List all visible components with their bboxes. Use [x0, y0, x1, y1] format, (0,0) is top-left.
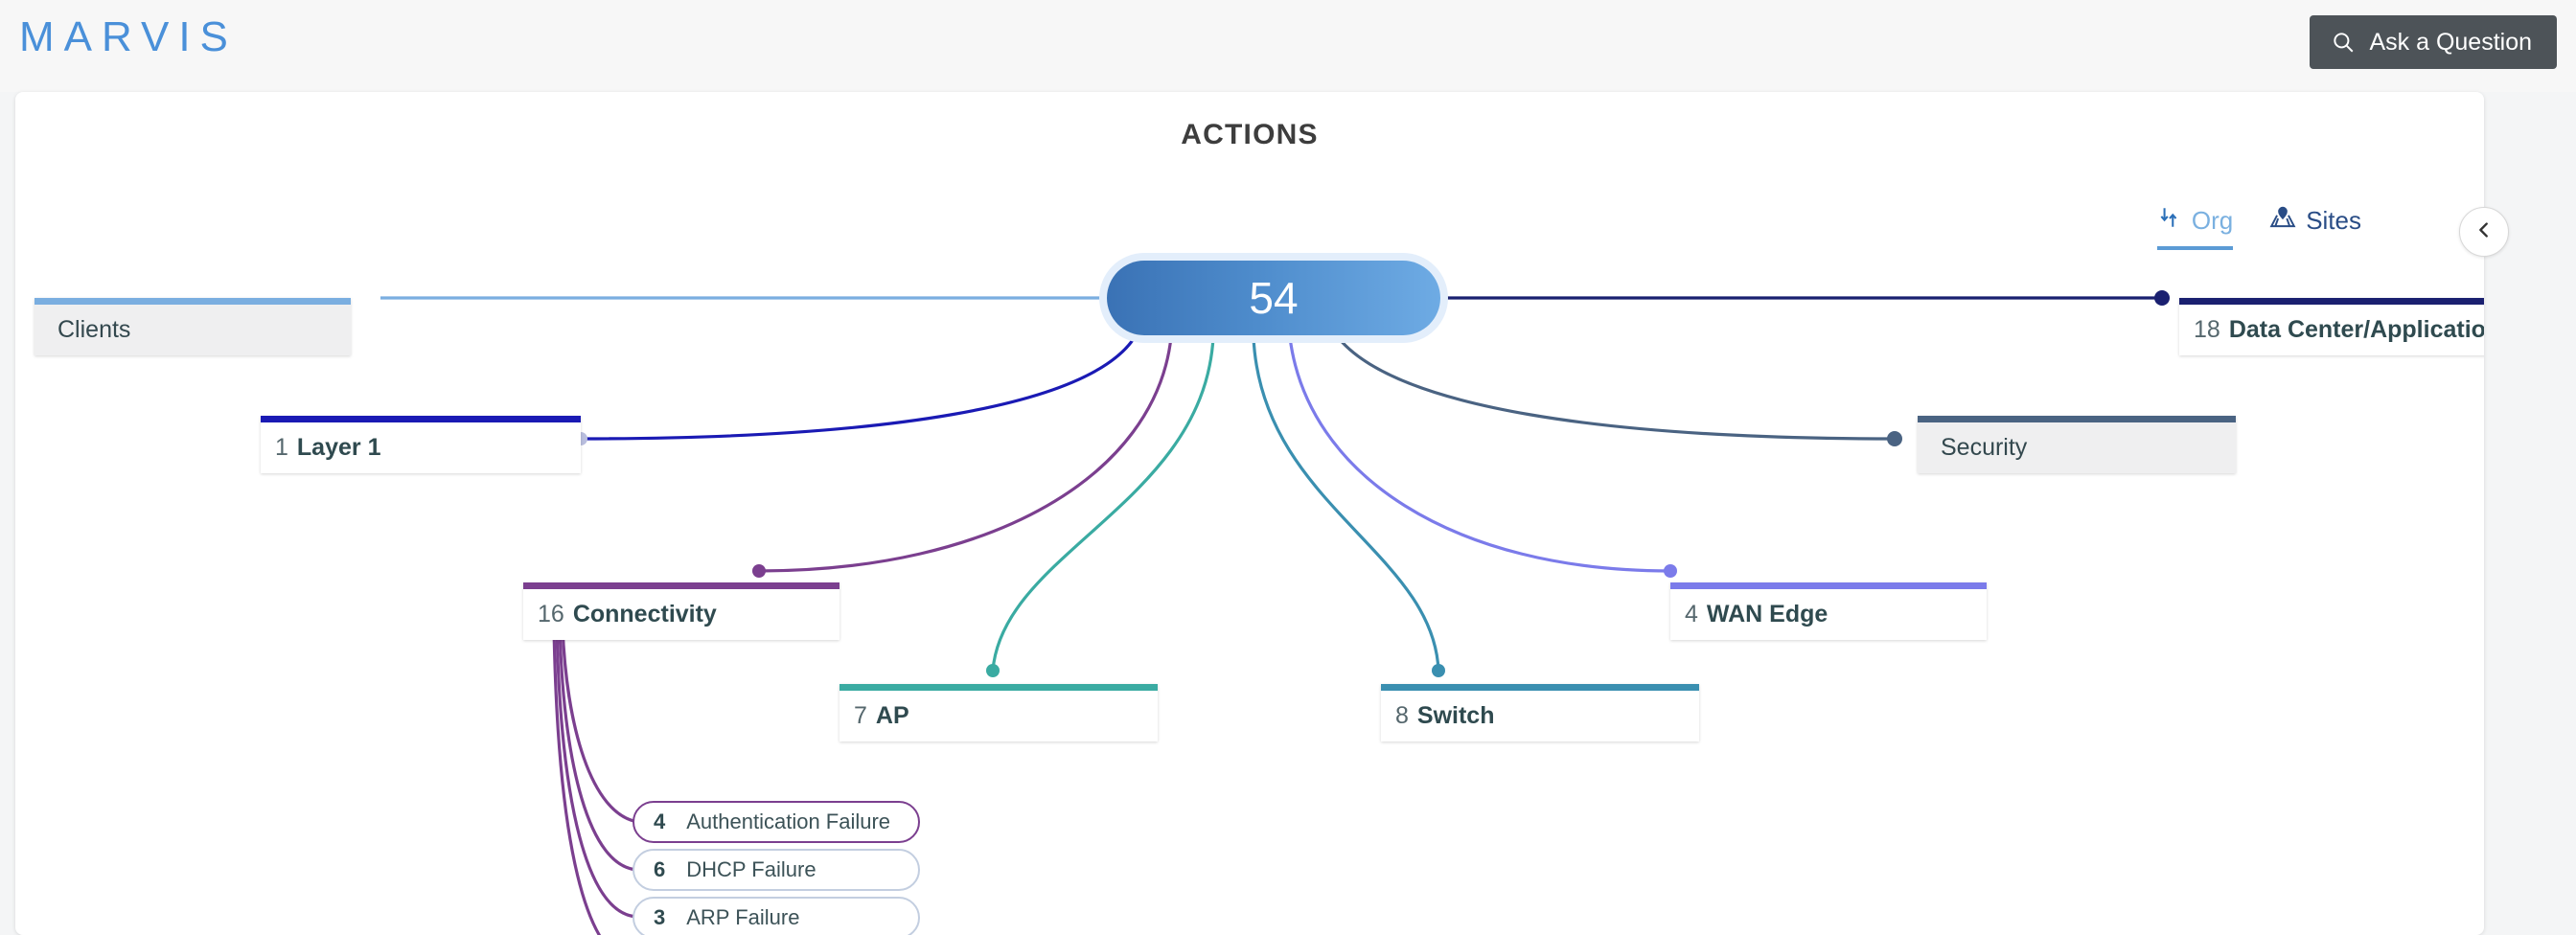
scope-tab-sites-label: Sites	[2306, 206, 2361, 235]
leaf-arp-failure-count: 3	[654, 905, 666, 929]
node-switch[interactable]: 8 Switch	[1381, 684, 1699, 741]
node-clients[interactable]: Clients	[34, 298, 351, 355]
link-dot-ap	[986, 664, 1000, 677]
node-layer1-count: 1	[275, 434, 288, 461]
link-dot-switch	[1432, 664, 1445, 677]
node-security-label: Security	[1941, 434, 2028, 461]
node-ap[interactable]: 7 AP	[840, 684, 1158, 741]
scope-tab-org-label: Org	[2191, 206, 2234, 235]
node-layer1-label: Layer 1	[296, 434, 381, 461]
leaf-dhcp-failure[interactable]: 6 DHCP Failure	[632, 849, 920, 891]
node-data-center-bar	[2179, 298, 2484, 305]
node-switch-bar	[1381, 684, 1699, 691]
node-switch-count: 8	[1395, 702, 1409, 729]
node-switch-label: Switch	[1416, 702, 1495, 729]
node-wan-edge-count: 4	[1685, 601, 1698, 627]
link-auth-failure	[561, 626, 639, 824]
collapse-panel-button[interactable]	[2459, 207, 2509, 257]
link-switch	[1252, 336, 1440, 672]
node-clients-bar	[34, 298, 351, 305]
node-data-center[interactable]: 18 Data Center/Application	[2179, 298, 2484, 355]
leaf-authentication-failure[interactable]: 4 Authentication Failure	[632, 801, 920, 843]
marvis-logo: MARVIS	[19, 13, 238, 60]
link-security	[1336, 335, 1896, 441]
link-connectivity	[758, 336, 1173, 573]
ask-a-question-button[interactable]: Ask a Question	[2310, 15, 2557, 69]
arrows-up-down-icon	[2157, 205, 2182, 237]
link-dot-data-center	[2154, 290, 2170, 306]
link-dot-security	[1887, 431, 1902, 446]
node-layer1-bar	[261, 416, 581, 422]
top-bar: MARVIS Ask a Question	[0, 0, 2576, 92]
actions-hub-node[interactable]: 54	[1107, 261, 1440, 335]
node-ap-count: 7	[854, 702, 867, 729]
node-wan-edge[interactable]: 4 WAN Edge	[1670, 582, 1987, 640]
node-connectivity-label: Connectivity	[572, 601, 717, 627]
chevron-left-icon	[2473, 219, 2495, 245]
map-pin-icon	[2269, 205, 2296, 237]
leaf-arp-failure[interactable]: 3 ARP Failure	[632, 897, 920, 935]
link-dns-failure	[552, 626, 602, 935]
link-ap	[991, 336, 1215, 672]
actions-panel: ACTIONS Org	[15, 92, 2509, 935]
search-icon	[2331, 30, 2356, 55]
scope-toggle: Org Sites	[2156, 205, 2361, 250]
link-wan-edge	[1288, 336, 1671, 573]
node-ap-bar	[840, 684, 1158, 691]
link-dot-connectivity	[752, 564, 766, 578]
node-ap-label: AP	[875, 702, 909, 729]
leaf-authentication-failure-count: 4	[654, 810, 666, 833]
ask-a-question-label: Ask a Question	[2369, 28, 2532, 56]
link-dhcp-failure	[558, 626, 639, 872]
connector-lines	[380, 290, 2170, 935]
node-data-center-count: 18	[2194, 316, 2220, 343]
node-clients-label: Clients	[58, 316, 131, 343]
node-security[interactable]: Security	[1918, 416, 2236, 473]
scope-tab-sites[interactable]: Sites	[2269, 205, 2361, 250]
link-arp-failure	[555, 626, 639, 919]
leaf-dhcp-failure-count: 6	[654, 857, 666, 881]
node-connectivity-count: 16	[538, 601, 564, 627]
node-connectivity[interactable]: 16 Connectivity	[523, 582, 840, 640]
leaf-dhcp-failure-label: DHCP Failure	[686, 857, 816, 881]
link-dot-wan-edge	[1664, 564, 1677, 578]
node-connectivity-bar	[523, 582, 840, 589]
page-title: ACTIONS	[1181, 119, 1319, 150]
scope-tab-org[interactable]: Org	[2156, 205, 2234, 250]
node-data-center-label: Data Center/Application	[2228, 316, 2484, 343]
node-wan-edge-label: WAN Edge	[1706, 601, 1828, 627]
link-layer1	[580, 336, 1137, 441]
node-security-bar	[1918, 416, 2236, 422]
leaf-arp-failure-label: ARP Failure	[686, 905, 800, 929]
node-wan-edge-bar	[1670, 582, 1987, 589]
node-layer1[interactable]: 1 Layer 1	[261, 416, 581, 473]
leaf-authentication-failure-label: Authentication Failure	[686, 810, 891, 833]
actions-hub-count: 54	[1249, 273, 1299, 323]
